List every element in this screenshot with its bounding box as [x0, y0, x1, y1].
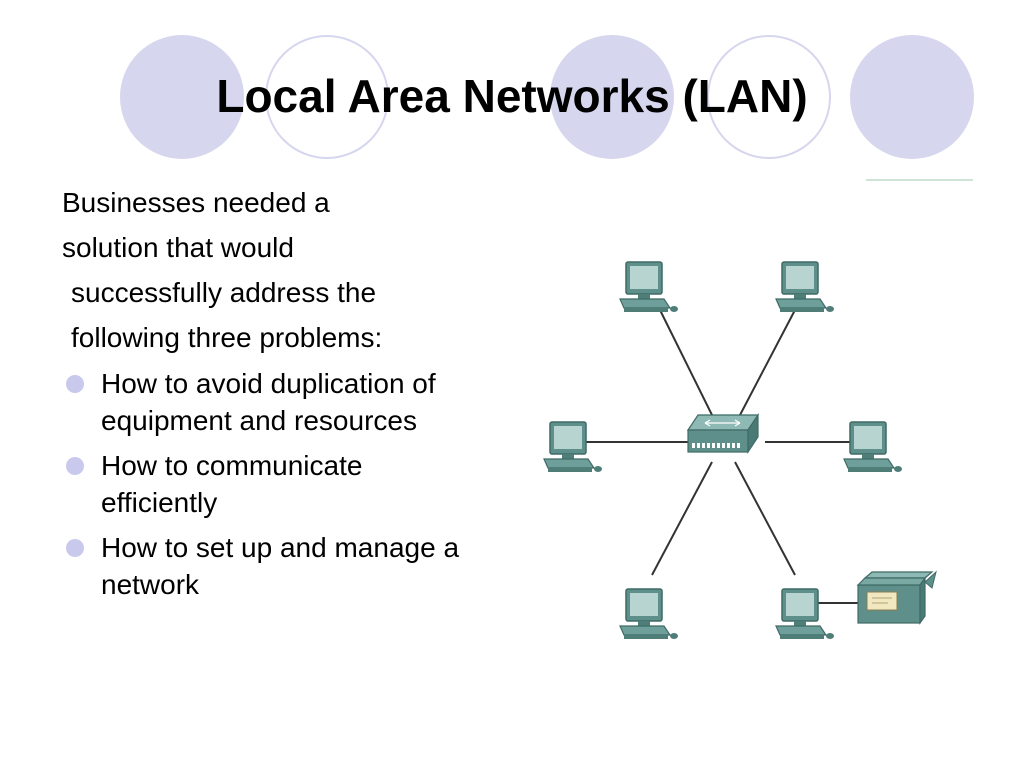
bullet-text: How to communicate efficiently — [101, 450, 363, 518]
decor-circle — [265, 35, 389, 159]
printer-icon — [856, 570, 937, 625]
decor-circle — [550, 35, 674, 159]
computer-icon — [619, 588, 679, 640]
lan-star-topology-diagram — [543, 261, 937, 640]
page-title: Local Area Networks (LAN) — [216, 70, 808, 122]
decor-circle — [707, 35, 831, 159]
intro-line: following three problems: — [71, 322, 383, 353]
intro-text: Businesses needed a solution that would … — [62, 180, 382, 360]
computer-icon — [775, 588, 835, 640]
bullet-list: How to avoid duplication of equipment an… — [66, 365, 486, 611]
intro-line: successfully address the — [71, 277, 377, 308]
computer-icon — [843, 421, 903, 473]
decor-circle — [850, 35, 974, 159]
bullet-text: How to set up and manage a network — [101, 532, 460, 600]
decor-circle — [120, 35, 244, 159]
hub-icon — [686, 413, 760, 454]
bullet-icon — [66, 539, 84, 557]
computer-icon — [619, 261, 679, 313]
bullet-icon — [66, 457, 84, 475]
bullet-text: How to avoid duplication of equipment an… — [101, 368, 436, 436]
list-item: How to communicate efficiently — [66, 447, 486, 521]
computer-icon — [543, 421, 603, 473]
computer-icon — [775, 261, 835, 313]
bullet-icon — [66, 375, 84, 393]
list-item: How to set up and manage a network — [66, 529, 486, 603]
intro-line: solution that would — [62, 232, 294, 263]
intro-line: Businesses needed a — [62, 187, 330, 218]
list-item: How to avoid duplication of equipment an… — [66, 365, 486, 439]
title-rule — [866, 179, 973, 181]
